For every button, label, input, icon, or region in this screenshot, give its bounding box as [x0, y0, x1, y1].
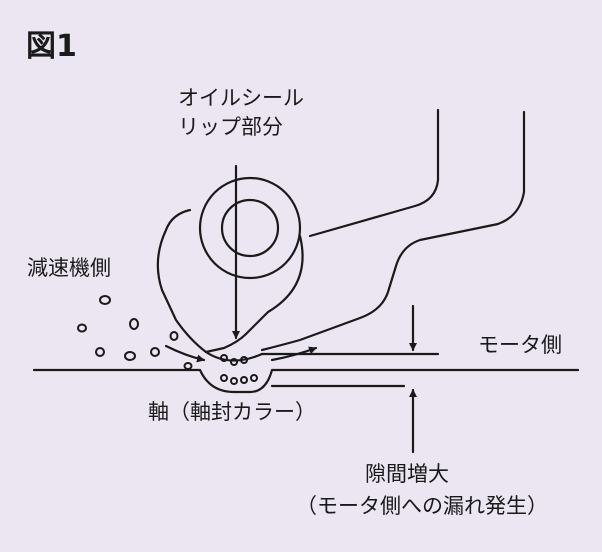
housing-outer: [308, 108, 440, 238]
particle: [124, 351, 136, 361]
particle: [150, 347, 160, 357]
flow-arrow-right: [270, 346, 318, 362]
particle: [99, 295, 111, 305]
figure-title: 図1: [26, 29, 77, 64]
particle: [77, 323, 87, 333]
garter-spring-outer: [198, 176, 302, 280]
label-motor-side: モータ側: [478, 333, 562, 357]
label-reducer-side: 減速機側: [27, 256, 111, 280]
label-lip-part: リップ部分: [178, 115, 283, 139]
label-gap-increase: 隙間増大: [365, 462, 449, 486]
garter-spring-inner: [220, 198, 280, 258]
label-shaft: 軸（軸封カラー）: [148, 400, 316, 424]
particle: [95, 347, 105, 357]
seal-body: [156, 208, 304, 354]
particle: [183, 362, 193, 370]
label-leak: （モータ側への漏れ発生）: [296, 494, 548, 518]
housing-inner: [260, 110, 526, 352]
flow-arrow-left: [164, 344, 206, 363]
particle: [169, 331, 179, 341]
particle: [129, 318, 139, 330]
shaft-line: [32, 368, 580, 394]
label-oil-seal: オイルシール: [178, 86, 304, 110]
